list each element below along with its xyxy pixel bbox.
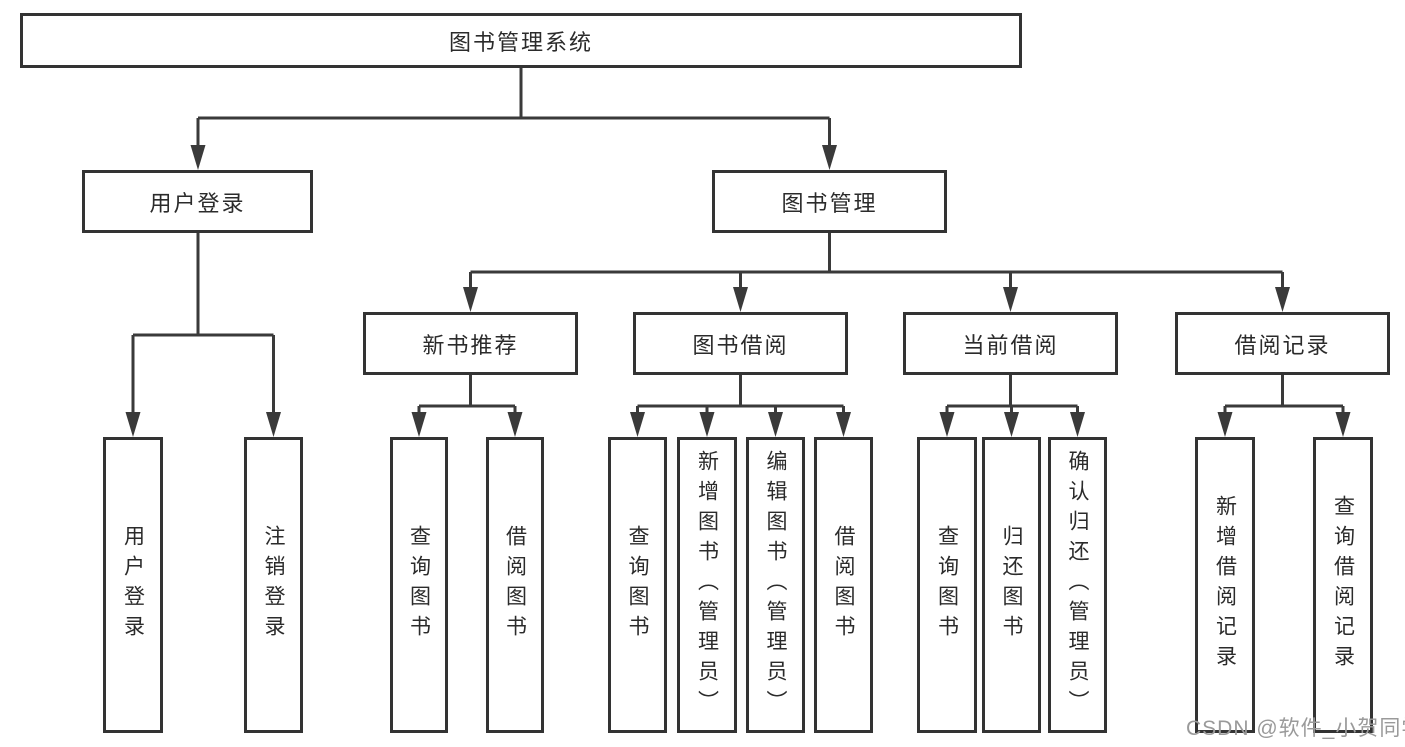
leaf-records-add-record: 新增借阅记录 [1195, 437, 1255, 733]
connector-user-login-to-leaves [125, 233, 281, 437]
leaf-borrowing-edit-book-admin-label: 编辑图书（管理员） [764, 450, 787, 720]
leaf-user-login-label: 用户登录 [121, 525, 145, 645]
connector-new-book-recommend-to-leaves [411, 375, 523, 437]
watermark: CSDN @软件_小贺同学 [1186, 717, 1405, 740]
leaf-logout: 注销登录 [244, 437, 303, 733]
leaf-borrowing-borrow-book: 借阅图书 [814, 437, 873, 733]
connector-borrowing-records-to-leaves [1217, 375, 1351, 437]
node-borrowing-records-label: 借阅记录 [1234, 332, 1331, 358]
leaf-current-query-book: 查询图书 [917, 437, 977, 733]
leaf-borrowing-query-book: 查询图书 [608, 437, 667, 733]
leaf-logout-label: 注销登录 [262, 525, 285, 645]
leaf-current-confirm-return-admin-label: 确认归还（管理员） [1066, 450, 1089, 720]
node-new-book-recommend: 新书推荐 [363, 312, 578, 375]
leaf-borrowing-add-book-admin: 新增图书（管理员） [677, 437, 737, 733]
leaf-records-query-record-label: 查询借阅记录 [1331, 495, 1355, 675]
node-user-login-label: 用户登录 [149, 190, 246, 216]
leaf-recommend-query-book: 查询图书 [390, 437, 448, 733]
leaf-recommend-borrow-book-label: 借阅图书 [503, 525, 527, 645]
node-book-borrowing: 图书借阅 [633, 312, 848, 375]
leaf-current-return-book: 归还图书 [982, 437, 1041, 733]
leaf-borrowing-add-book-admin-label: 新增图书（管理员） [695, 450, 719, 720]
connector-book-borrowing-to-leaves [630, 375, 851, 437]
node-user-login: 用户登录 [82, 170, 313, 233]
connector-current-borrowing-to-leaves [939, 375, 1085, 437]
leaf-current-query-book-label: 查询图书 [935, 525, 959, 645]
node-borrowing-records: 借阅记录 [1175, 312, 1390, 375]
leaf-recommend-borrow-book: 借阅图书 [486, 437, 544, 733]
leaf-user-login: 用户登录 [103, 437, 163, 733]
leaf-recommend-query-book-label: 查询图书 [407, 525, 431, 645]
leaf-borrowing-edit-book-admin: 编辑图书（管理员） [746, 437, 805, 733]
leaf-records-query-record: 查询借阅记录 [1313, 437, 1373, 733]
node-root: 图书管理系统 [20, 13, 1022, 68]
node-new-book-recommend-label: 新书推荐 [422, 332, 519, 358]
node-book-borrowing-label: 图书借阅 [692, 332, 789, 358]
node-current-borrowing: 当前借阅 [903, 312, 1118, 375]
leaf-borrowing-borrow-book-label: 借阅图书 [832, 525, 855, 645]
node-book-management-label: 图书管理 [781, 190, 878, 216]
node-current-borrowing-label: 当前借阅 [962, 332, 1059, 358]
connector-root-to-level2 [190, 68, 837, 170]
leaf-current-return-book-label: 归还图书 [1000, 525, 1023, 645]
node-root-label: 图书管理系统 [448, 29, 593, 55]
leaf-borrowing-query-book-label: 查询图书 [626, 525, 649, 645]
node-book-management: 图书管理 [712, 170, 947, 233]
leaf-records-add-record-label: 新增借阅记录 [1213, 495, 1237, 675]
leaf-current-confirm-return-admin: 确认归还（管理员） [1048, 437, 1107, 733]
connector-book-management-to-groups [463, 233, 1290, 312]
